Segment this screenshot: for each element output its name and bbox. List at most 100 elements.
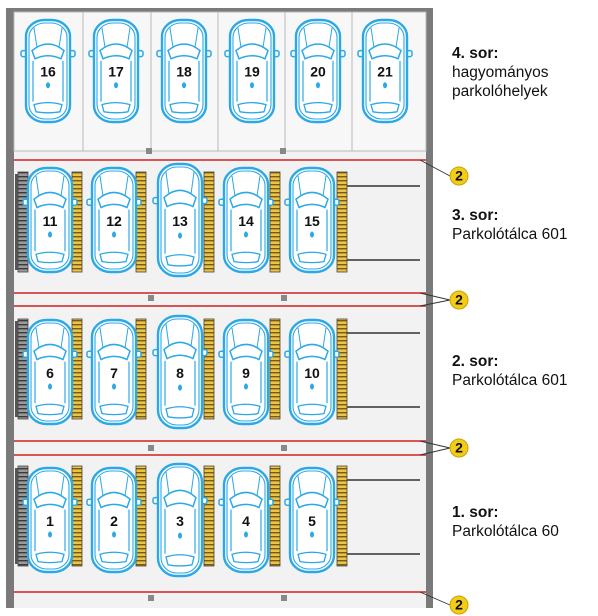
- car-hood-line: [322, 175, 327, 197]
- marker-number: 2: [455, 292, 463, 308]
- car-emblem: [178, 384, 182, 391]
- car-windshield: [33, 191, 67, 209]
- pallet-rail: [71, 318, 83, 420]
- car-rear-window: [165, 554, 195, 567]
- car-hood-line: [124, 175, 129, 197]
- column-post: [146, 148, 152, 154]
- car-rear-window: [101, 101, 131, 114]
- car-emblem: [112, 383, 116, 390]
- callout-leader: [419, 299, 451, 307]
- car-windshield: [368, 43, 402, 60]
- car-hood-line: [99, 475, 104, 497]
- pallet-rail: [135, 318, 147, 420]
- car-hood-line: [124, 475, 129, 497]
- car-hood-line: [60, 327, 65, 349]
- row-subtitle: Parkolótálca 601: [452, 226, 568, 243]
- car-emblem: [112, 231, 116, 238]
- car-rear-window: [297, 551, 327, 564]
- car-windshield: [295, 343, 329, 361]
- marker-number: 2: [455, 597, 463, 613]
- car-body-line: [160, 166, 200, 274]
- pallet-rail: [336, 465, 348, 567]
- car-hood-line: [297, 175, 302, 197]
- car-body-line: [30, 470, 70, 570]
- pallet-rail: [135, 465, 147, 567]
- car-rear-window: [99, 251, 129, 264]
- right-wall: [426, 8, 433, 608]
- car-hood-line: [101, 27, 106, 48]
- marker-badge: [449, 166, 469, 186]
- car-hood-line: [190, 471, 195, 495]
- car-emblem: [250, 82, 254, 89]
- car: 3: [152, 462, 208, 578]
- row-title: 2. sor:: [452, 353, 499, 370]
- car-rear-window: [165, 406, 195, 419]
- car-windshield: [163, 489, 197, 508]
- row-subtitle: Parkolótálca 601: [452, 372, 568, 389]
- car-emblem: [112, 531, 116, 538]
- car-windshield: [97, 191, 131, 209]
- space-number: 1: [46, 513, 54, 529]
- column-post: [281, 295, 287, 301]
- callout-leader: [419, 591, 451, 606]
- row-title: 1. sor:: [452, 504, 499, 521]
- car-hood-line: [256, 475, 261, 497]
- space-number: 16: [40, 64, 56, 80]
- car: 20: [290, 18, 346, 124]
- car-body-line: [164, 22, 204, 120]
- car-hood-line: [237, 27, 242, 48]
- car-hood-line: [231, 327, 236, 349]
- car-emblem: [244, 231, 248, 238]
- car-hood-line: [169, 27, 174, 48]
- car-emblem: [316, 82, 320, 89]
- car-body-line: [160, 318, 200, 426]
- car-rear-window: [231, 403, 261, 416]
- car-rear-window: [370, 101, 400, 114]
- car: 5: [284, 466, 340, 574]
- row-label-1: 1. sor: Parkolótálca 60: [452, 503, 559, 541]
- car-body-line: [292, 170, 332, 270]
- car-rear-window: [165, 254, 195, 267]
- car-body-line: [94, 170, 134, 270]
- car-hood-line: [256, 327, 261, 349]
- pallet-rail: [17, 318, 29, 420]
- car-hood-line: [35, 327, 40, 349]
- car-hood-line: [190, 323, 195, 347]
- car-hood-line: [165, 323, 170, 347]
- car-body-line: [28, 22, 68, 120]
- car-hood-line: [190, 171, 195, 195]
- car-emblem: [48, 231, 52, 238]
- marker-badge: [449, 290, 469, 310]
- row-subtitle: hagyományos: [452, 64, 549, 81]
- pallet-rail: [336, 171, 348, 273]
- space-number: 4: [242, 513, 250, 529]
- car-windshield: [33, 343, 67, 361]
- car-body-line: [292, 322, 332, 422]
- car-body-line: [94, 470, 134, 570]
- column-post: [148, 595, 154, 601]
- row-subtitle: Parkolótálca 60: [452, 523, 559, 540]
- space-number: 14: [238, 213, 254, 229]
- car-hood-line: [165, 471, 170, 495]
- space-number: 15: [304, 213, 320, 229]
- car-windshield: [31, 43, 65, 60]
- callout-leader: [419, 447, 451, 456]
- space-number: 9: [242, 365, 250, 381]
- car-hood-line: [99, 175, 104, 197]
- car-emblem: [383, 82, 387, 89]
- car-hood-line: [303, 27, 308, 48]
- car-hood-line: [33, 27, 38, 48]
- car-windshield: [33, 491, 67, 509]
- car-body-line: [226, 170, 266, 270]
- pallet-end: [15, 174, 18, 270]
- pallet-rail: [71, 171, 83, 273]
- car-hood-line: [60, 475, 65, 497]
- space-number: 13: [172, 213, 188, 229]
- car-hood-line: [165, 171, 170, 195]
- car-emblem: [46, 82, 50, 89]
- callout-marker: 2: [419, 290, 469, 310]
- column-post: [148, 445, 154, 451]
- callout-marker: 2: [419, 591, 469, 615]
